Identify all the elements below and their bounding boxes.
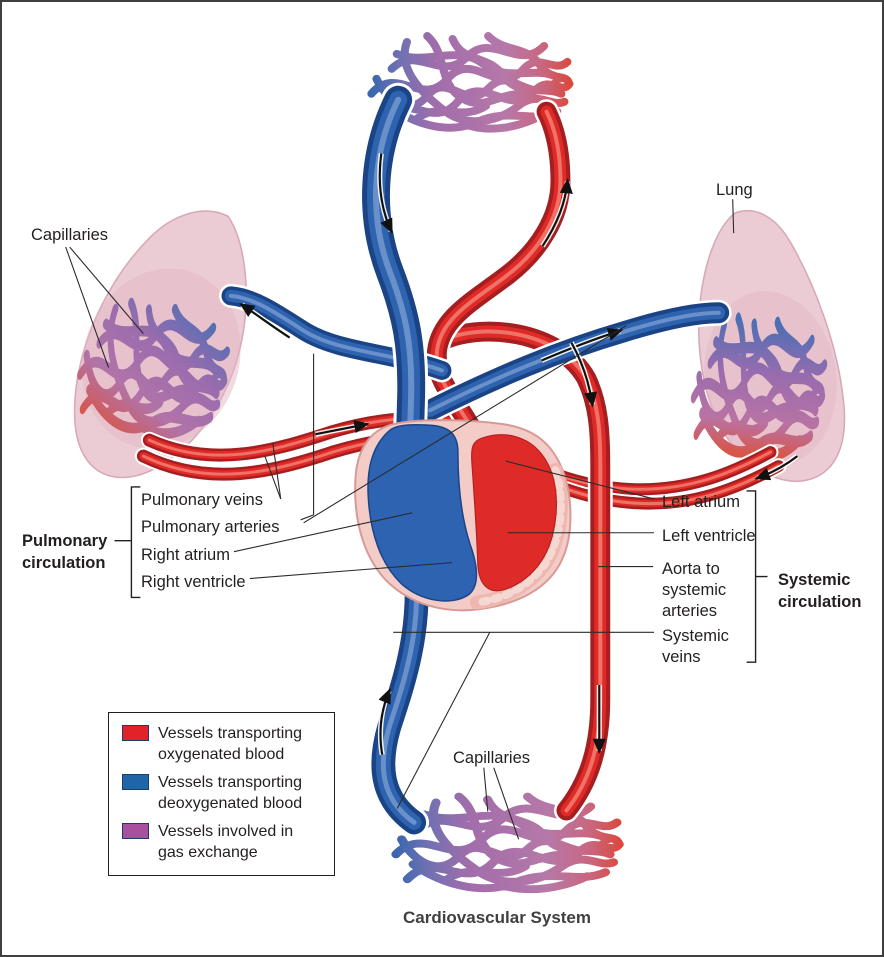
label-left-atrium: Left atrium — [662, 493, 740, 511]
flow-arrows — [239, 153, 799, 756]
heart — [354, 419, 572, 612]
label-systemic-circulation: Systemic circulation — [778, 571, 862, 611]
label-systemic-veins: Systemic veins — [662, 627, 729, 666]
label-capillaries-top: Capillaries — [31, 226, 109, 244]
brackets — [114, 486, 768, 663]
legend-item-gas-exchange: Vessels involved in gas exchange — [122, 821, 334, 863]
label-aorta-to-systemic-arteries: Aorta to systemic arteries — [662, 560, 727, 620]
label-right-atrium: Right atrium — [141, 546, 230, 564]
label-left-ventricle: Left ventricle — [662, 527, 756, 545]
legend-item-deoxygenated: Vessels transporting deoxygenated blood — [122, 772, 334, 814]
label-capillaries-bottom: Capillaries — [453, 749, 531, 767]
label-pulmonary-circulation: Pulmonary circulation — [22, 532, 108, 572]
pulmonary-circulation-bracket — [130, 486, 141, 599]
label-pulmonary-veins: Pulmonary veins — [141, 491, 263, 509]
legend-label-gas-exchange: Vessels involved in gas exchange — [158, 823, 294, 861]
legend-item-oxygenated: Vessels transporting oxygenated blood — [122, 723, 334, 765]
legend-label-deoxygenated: Vessels transporting deoxygenated blood — [158, 774, 303, 812]
legend-swatch-deoxygenated — [122, 774, 149, 790]
heart-left-chambers — [471, 434, 557, 592]
legend-box: Vessels transporting oxygenated blood Ve… — [108, 712, 335, 876]
legend-label-oxygenated: Vessels transporting oxygenated blood — [158, 725, 303, 763]
legend-swatch-gas-exchange — [122, 823, 149, 839]
systemic-circulation-bracket — [746, 490, 757, 663]
label-lung: Lung — [716, 181, 753, 199]
capillary-bed-bottom — [396, 797, 619, 890]
label-pulmonary-arteries: Pulmonary arteries — [141, 518, 280, 536]
leader-lines — [65, 199, 735, 840]
figure-title: Cardiovascular System — [402, 908, 592, 927]
heart-right-chambers — [367, 423, 478, 602]
label-right-ventricle: Right ventricle — [141, 573, 246, 591]
legend-swatch-oxygenated — [122, 725, 149, 741]
